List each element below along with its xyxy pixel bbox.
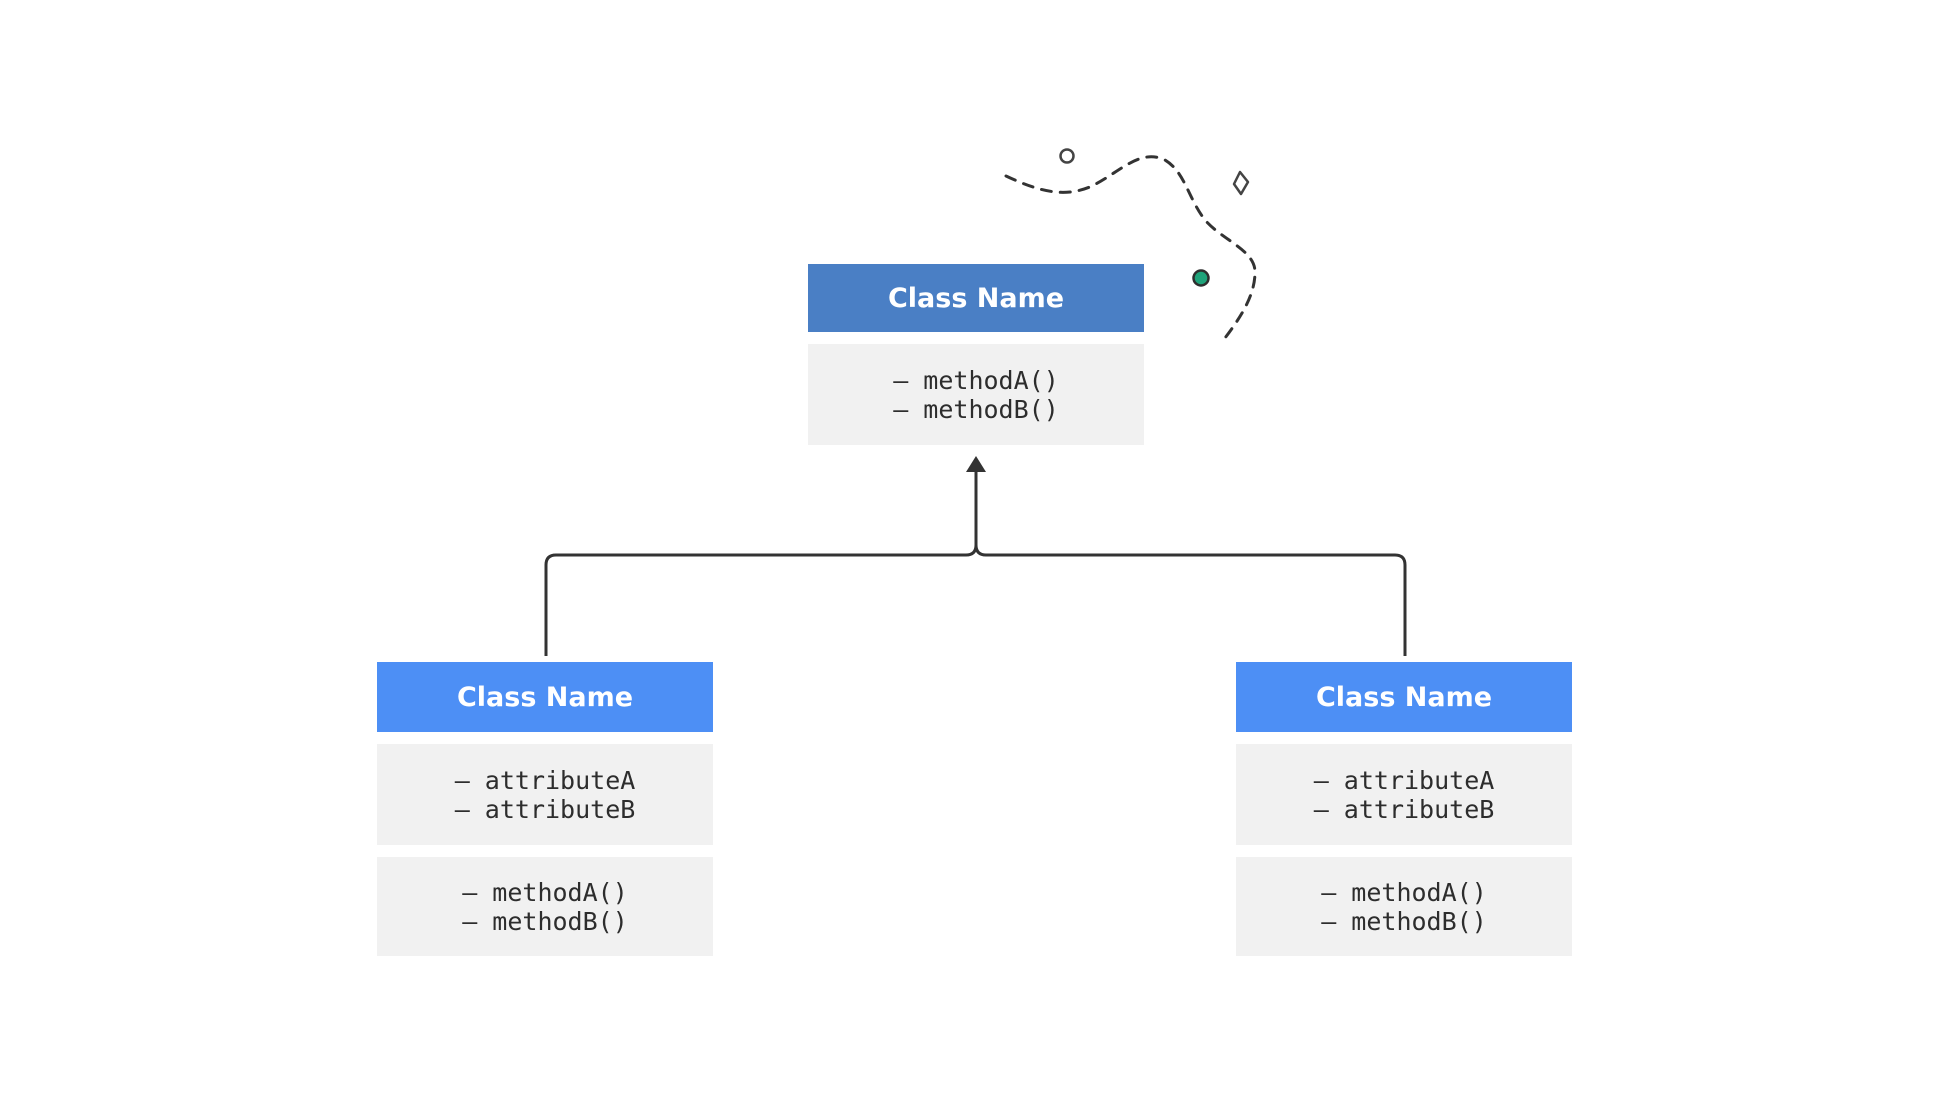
class-header-parent[interactable]: Class Name	[808, 264, 1144, 332]
method-line: – methodA()	[893, 365, 1059, 395]
attributes-section: – attributeA – attributeB	[377, 744, 713, 845]
inheritance-connector	[544, 470, 1407, 656]
methods-section: – methodA() – methodB()	[1236, 857, 1572, 956]
diamond-icon	[1232, 170, 1250, 196]
attribute-line: – attributeB	[1313, 794, 1495, 824]
method-line: – methodB()	[893, 394, 1059, 424]
attributes-section: – attributeA – attributeB	[1236, 744, 1572, 845]
class-name: Class Name	[887, 282, 1065, 314]
methods-section: – methodA() – methodB()	[808, 344, 1144, 445]
method-line: – methodA()	[462, 877, 628, 907]
green-dot-icon	[1192, 269, 1210, 287]
attribute-line: – attributeA	[454, 765, 636, 795]
class-header-right-child[interactable]: Class Name	[1236, 662, 1572, 732]
method-line: – methodB()	[1321, 906, 1487, 936]
attribute-line: – attributeA	[1313, 765, 1495, 795]
class-box-left-child[interactable]: Class Name – attributeA – attributeB – m…	[377, 662, 713, 956]
class-box-right-child[interactable]: Class Name – attributeA – attributeB – m…	[1236, 662, 1572, 956]
class-name: Class Name	[1315, 681, 1493, 713]
methods-section: – methodA() – methodB()	[377, 857, 713, 956]
method-line: – methodB()	[462, 906, 628, 936]
method-line: – methodA()	[1321, 877, 1487, 907]
dashed-squiggle	[1004, 155, 1257, 340]
hollow-circle-icon	[1059, 148, 1075, 164]
inheritance-arrowhead	[966, 456, 986, 472]
class-box-parent[interactable]: Class Name – methodA() – methodB()	[808, 264, 1144, 445]
class-name: Class Name	[456, 681, 634, 713]
attribute-line: – attributeB	[454, 794, 636, 824]
class-header-left-child[interactable]: Class Name	[377, 662, 713, 732]
